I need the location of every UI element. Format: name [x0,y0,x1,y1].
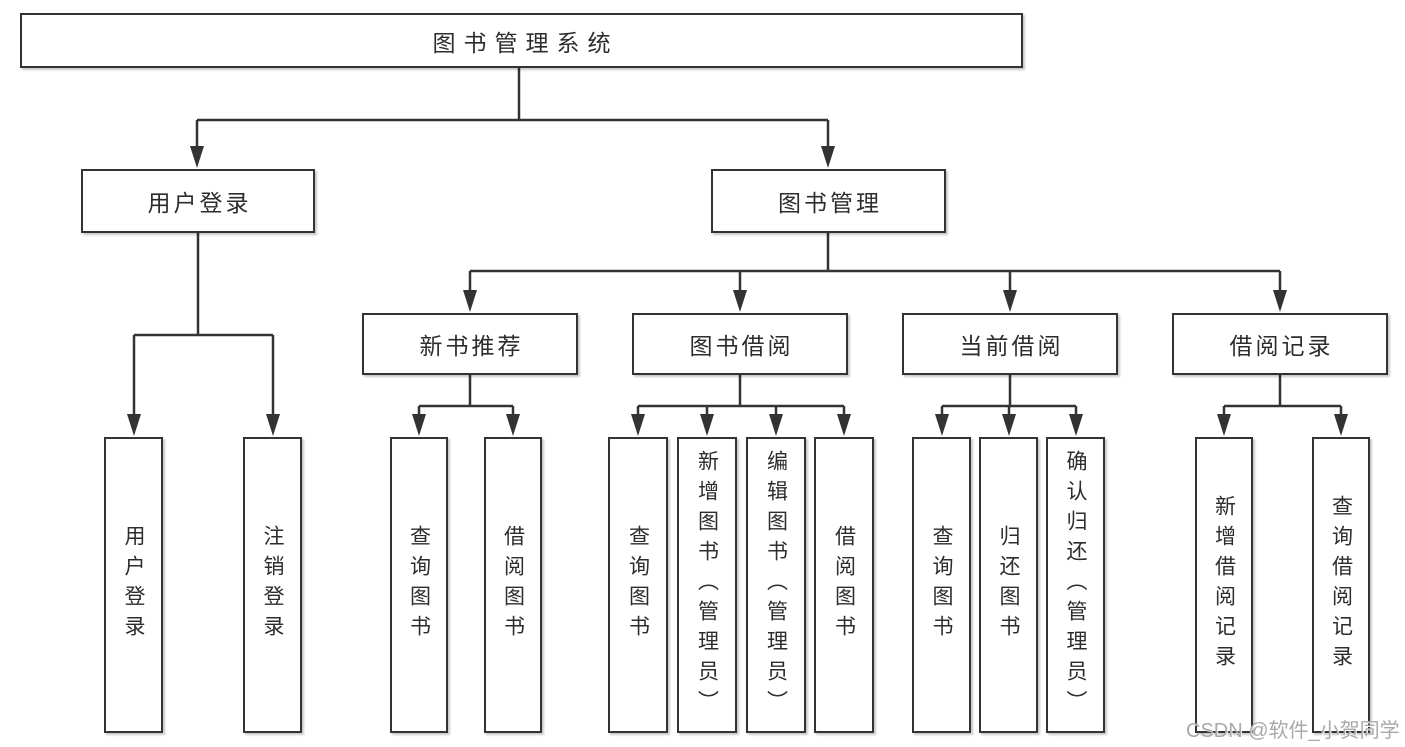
node-query-borrow-record: 查询借阅记录 [1312,437,1370,733]
node-label: 新书推荐 [419,333,524,359]
node-label: 查询图书 [626,525,650,645]
node-label: 新增图书（管理员） [695,450,719,720]
node-label: 图书管理系统 [432,29,619,56]
node-label: 图书管理 [778,190,882,216]
node-user-login-leaf: 用户登录 [104,437,163,733]
node-borrow-books-recommend: 借阅图书 [484,437,542,733]
node-label: 当前借阅 [959,333,1064,359]
node-label: 查询图书 [407,525,431,645]
node-user-login: 用户登录 [81,169,315,233]
node-current-borrowing: 当前借阅 [902,313,1118,375]
node-book-borrowing: 图书借阅 [632,313,848,375]
node-label: 借阅图书 [501,525,525,645]
node-label: 新增借阅记录 [1212,495,1236,675]
watermark: CSDN @软件_小贺同学 [1186,720,1400,742]
node-label: 查询图书 [930,525,953,645]
node-label: 查询借阅记录 [1329,495,1353,675]
node-confirm-return-admin: 确认归还（管理员） [1046,437,1105,733]
node-new-book-recommendation: 新书推荐 [362,313,578,375]
node-edit-books-admin: 编辑图书（管理员） [746,437,806,733]
node-label: 图书借阅 [689,333,794,359]
node-borrow-books-borrow: 借阅图书 [814,437,874,733]
node-return-books: 归还图书 [979,437,1038,733]
node-label: 借阅图书 [832,525,856,645]
node-label: 归还图书 [997,525,1020,645]
node-add-borrow-record: 新增借阅记录 [1195,437,1253,733]
node-logout-leaf: 注销登录 [243,437,302,733]
node-label: 注销登录 [261,525,284,645]
node-borrowing-records: 借阅记录 [1172,313,1388,375]
node-add-books-admin: 新增图书（管理员） [677,437,737,733]
node-label: 用户登录 [147,190,252,216]
node-label: 用户登录 [122,525,145,645]
node-label: 编辑图书（管理员） [764,450,788,720]
node-label: 借阅记录 [1229,333,1334,359]
node-book-management-system: 图书管理系统 [20,13,1023,68]
node-label: 确认归还（管理员） [1064,450,1087,720]
node-query-books-recommend: 查询图书 [390,437,448,733]
node-query-books-borrow: 查询图书 [608,437,668,733]
node-book-management: 图书管理 [711,169,946,233]
node-query-books-current: 查询图书 [912,437,971,733]
